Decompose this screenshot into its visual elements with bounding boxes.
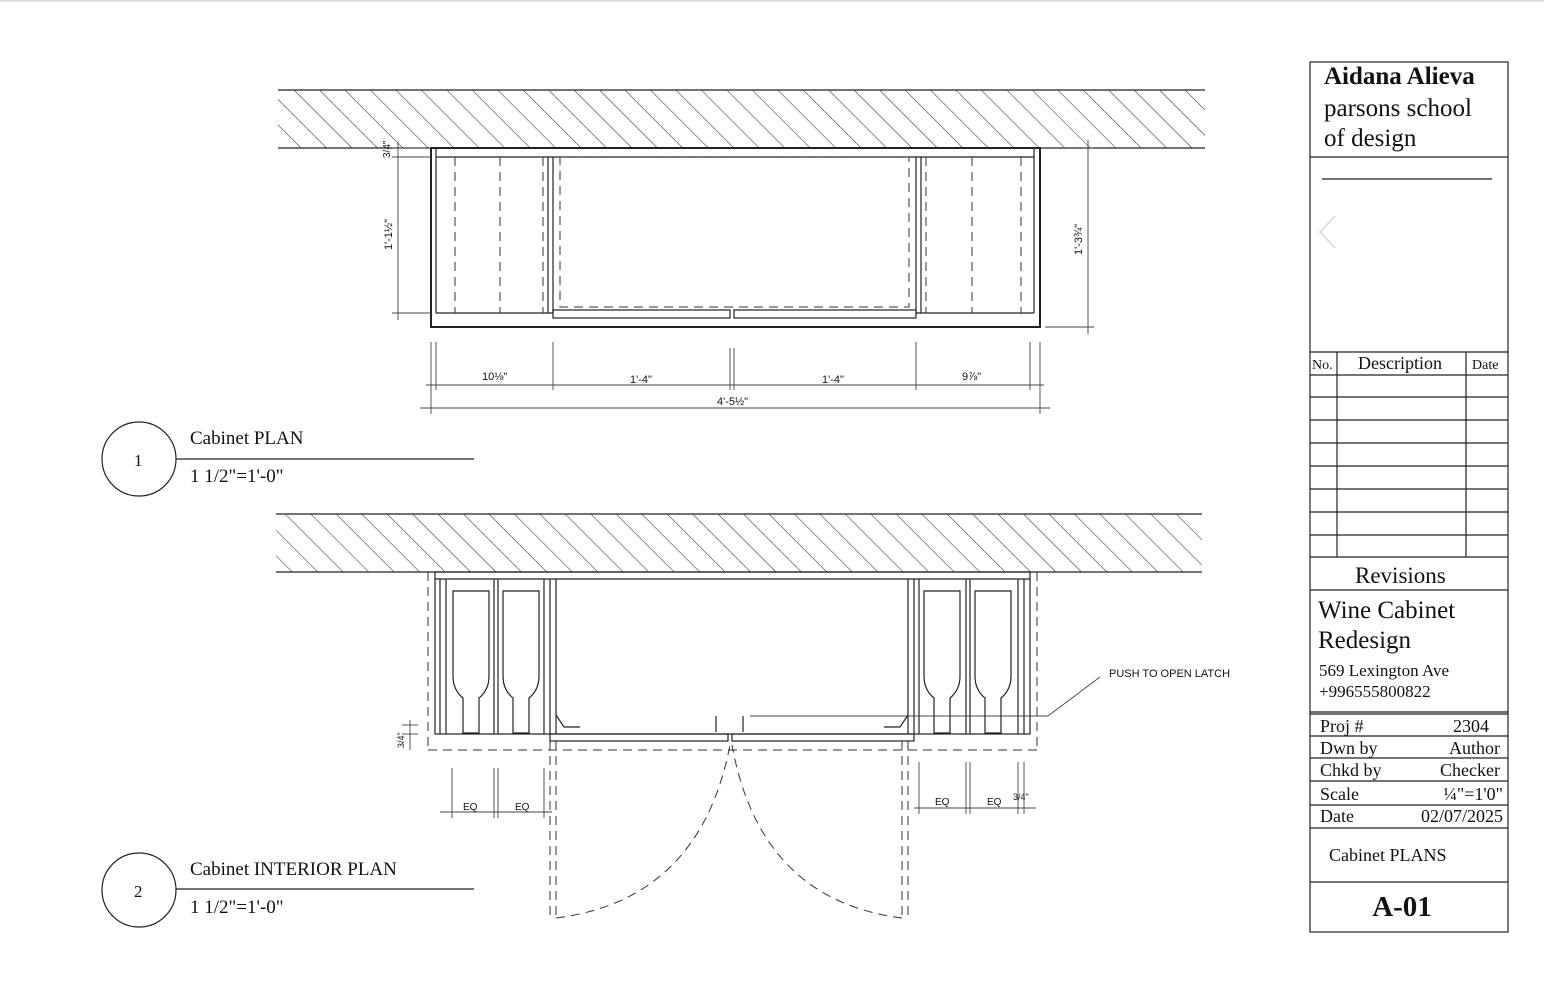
dim-seg3: 1'-4" (822, 374, 844, 386)
col-date: Date (1472, 358, 1498, 373)
dim-right-gap: 3/4" (1013, 792, 1029, 802)
dim-overall: 4'-5½" (717, 396, 748, 408)
info-value: ¼"=1'0" (1443, 784, 1503, 804)
cabinet-plan-view: 3/4" 1'-1½" 1'-3¾" 10⅛" 1'-4" 1'-4" 9⅞" … (278, 89, 1205, 414)
view-number: 1 (134, 451, 143, 470)
wine-bottle-icon (452, 590, 490, 734)
info-value: 2304 (1453, 716, 1489, 736)
cabinet-interior-plan-view: PUSH TO OPEN LATCH 3/4" EQ EQ EQ EQ 3/4" (276, 513, 1230, 919)
dim-eq: EQ (463, 802, 478, 813)
view-scale: 1 1/2"=1'-0" (190, 466, 284, 487)
wine-bottle-icon (502, 590, 540, 734)
school-line2: of design (1324, 125, 1417, 152)
school-line1: parsons school (1324, 95, 1472, 122)
col-description: Description (1358, 353, 1442, 373)
project-address: 569 Lexington Ave (1319, 661, 1449, 680)
info-value: 02/07/2025 (1421, 806, 1503, 826)
wall-hatch (278, 90, 1205, 148)
project-title-line1: Wine Cabinet (1318, 597, 1455, 624)
dim-seg4: 9⅞" (962, 371, 981, 383)
revisions-label: Revisions (1355, 563, 1446, 588)
dim-top-gap: 3/4" (382, 140, 393, 158)
title-block: Aidana Alieva parsons school of design N… (1309, 61, 1509, 933)
dim-seg2: 1'-4" (630, 374, 652, 386)
info-label: Proj # (1320, 716, 1364, 736)
callout-push-to-open-latch: PUSH TO OPEN LATCH (1109, 668, 1230, 680)
dim-depth-right: 1'-3¾" (1073, 224, 1085, 255)
panel-lines (439, 579, 1025, 734)
wall-hatch (276, 514, 1202, 572)
info-label: Chkd by (1320, 760, 1382, 780)
view-title: Cabinet PLAN (190, 428, 304, 449)
door-swing (549, 741, 909, 919)
dim-gap: 3/4" (396, 732, 406, 748)
info-label: Scale (1320, 784, 1359, 804)
wine-bottles (452, 590, 1012, 734)
revisions-table: No. Description Date (1310, 351, 1508, 557)
dim-eq: EQ (987, 797, 1002, 808)
info-label: Date (1320, 806, 1354, 826)
wine-bottle-icon (974, 590, 1012, 734)
view-label-2: 2 Cabinet INTERIOR PLAN 1 1/2"=1'-0" (101, 852, 474, 928)
dim-eq: EQ (515, 802, 530, 813)
sheet-number: A-01 (1372, 891, 1432, 923)
cabinet-outline (430, 147, 1041, 328)
info-value: Author (1449, 738, 1500, 758)
project-phone: +996555800822 (1319, 682, 1431, 701)
info-label: Dwn by (1320, 738, 1378, 758)
info-value: Checker (1440, 760, 1500, 780)
dim-seg1: 10⅛" (482, 371, 507, 383)
chevron-left-icon (1318, 215, 1336, 249)
view-label-1: 1 Cabinet PLAN 1 1/2"=1'-0" (101, 421, 474, 497)
latch-screw-icon (715, 716, 744, 732)
dim-eq: EQ (935, 797, 950, 808)
view-scale: 1 1/2"=1'-0" (190, 897, 284, 918)
sheet-name: Cabinet PLANS (1329, 845, 1447, 865)
view-title: Cabinet INTERIOR PLAN (190, 859, 397, 880)
wine-bottle-icon (923, 590, 961, 734)
designer-name: Aidana Alieva (1324, 63, 1475, 90)
project-title-line2: Redesign (1318, 627, 1412, 654)
info-rows: Proj # 2304 Dwn by Author Chkd by Checke… (1310, 716, 1508, 829)
dim-depth-left: 1'-1½" (383, 219, 395, 250)
col-no: No. (1312, 358, 1333, 373)
view-number: 2 (134, 882, 143, 901)
